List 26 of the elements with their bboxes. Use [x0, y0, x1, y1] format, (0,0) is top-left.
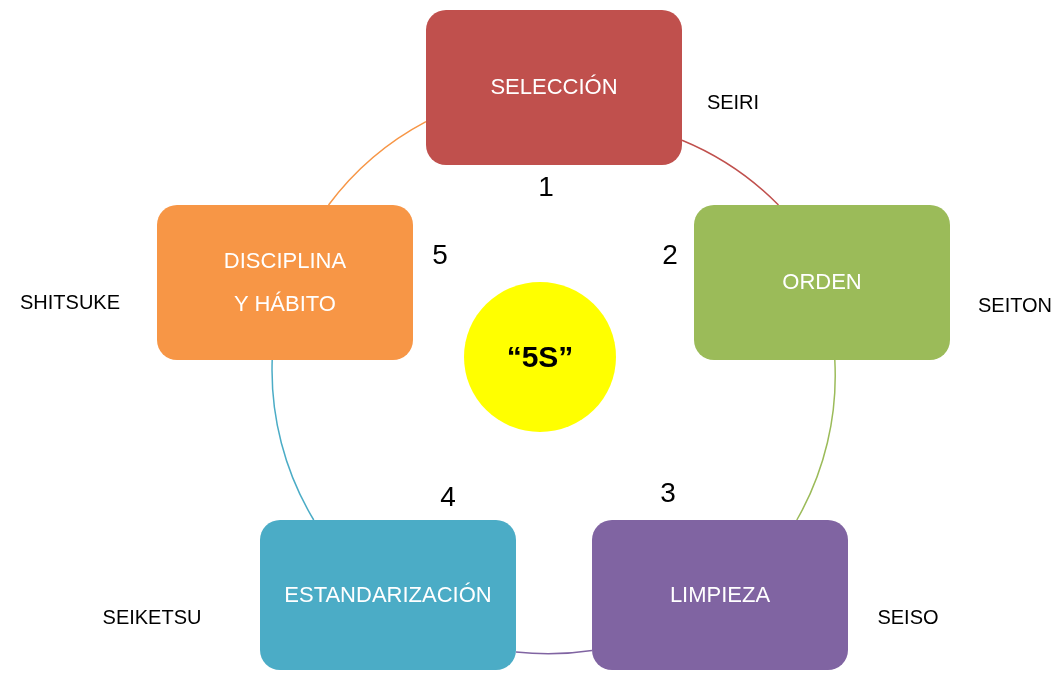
- stage-box: [157, 205, 413, 360]
- stage-label: LIMPIEZA: [669, 581, 771, 609]
- step-number: 2: [662, 239, 678, 271]
- japanese-term: SHITSUKE: [20, 290, 120, 314]
- stage-box: [260, 520, 516, 670]
- stage-label: ESTANDARIZACIÓN: [284, 581, 492, 609]
- stage-box: [592, 520, 848, 670]
- step-number: 5: [432, 239, 448, 271]
- step-number: 1: [538, 171, 554, 203]
- stage-label: “5S”: [506, 339, 574, 375]
- connector-arc: [327, 120, 427, 206]
- connector-arc: [681, 139, 780, 206]
- japanese-term: SEITON: [977, 293, 1053, 317]
- stage-box: [694, 205, 950, 360]
- connector-arc: [515, 649, 593, 655]
- stage-label: DISCIPLINA Y HÁBITO: [222, 246, 348, 318]
- step-number: 3: [660, 477, 676, 509]
- japanese-term: SEISO: [877, 605, 939, 629]
- japanese-term: SEIKETSU: [102, 605, 202, 629]
- stage-box: [426, 10, 682, 165]
- japanese-term: SEIRI: [706, 90, 760, 114]
- stage-label: ORDEN: [782, 269, 862, 296]
- stage-label: SELECCIÓN: [490, 74, 618, 101]
- connector-arc: [271, 359, 315, 521]
- connector-arc: [796, 359, 836, 521]
- step-number: 4: [440, 481, 456, 513]
